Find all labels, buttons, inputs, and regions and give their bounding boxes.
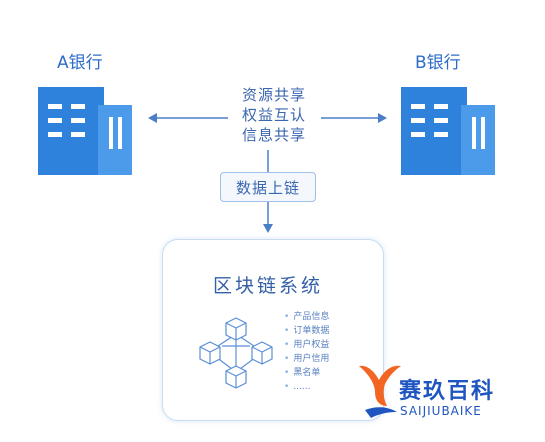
arrow-to-bank-b [321,113,387,123]
system-item: 产品信息 [284,310,329,324]
system-item: 用户权益 [284,338,329,352]
blockchain-cubes-icon [199,317,273,389]
arrow-down-onchain [263,150,273,233]
exchange-line: 权益互认 [241,106,306,124]
system-title: 区块链系统 [213,275,324,297]
bank-b-label: B银行 [415,53,461,73]
arrow-to-bank-a [148,113,228,123]
bank-a-label: A银行 [57,53,103,73]
system-item: ...... [284,380,329,394]
exchange-line: 信息共享 [241,126,306,144]
bank-a-building-icon [38,87,132,175]
blockchain-system-box [162,239,384,421]
system-item: 用户信用 [284,352,329,366]
exchange-text: 资源共享 权益互认 信息共享 [224,85,324,145]
bank-b-building-icon [401,87,495,175]
onchain-box: 数据上链 [220,172,316,202]
whale-tail-logo-icon [359,365,401,418]
exchange-line: 资源共享 [241,86,306,104]
watermark-cn: 赛玖百科 [399,379,496,404]
system-item: 订单数据 [284,324,329,338]
system-item: 黑名单 [284,366,329,380]
system-item-list: 产品信息 订单数据 用户权益 用户信用 黑名单 ...... [284,310,329,394]
watermark-en: SAIJIUBAIKE [400,404,482,418]
